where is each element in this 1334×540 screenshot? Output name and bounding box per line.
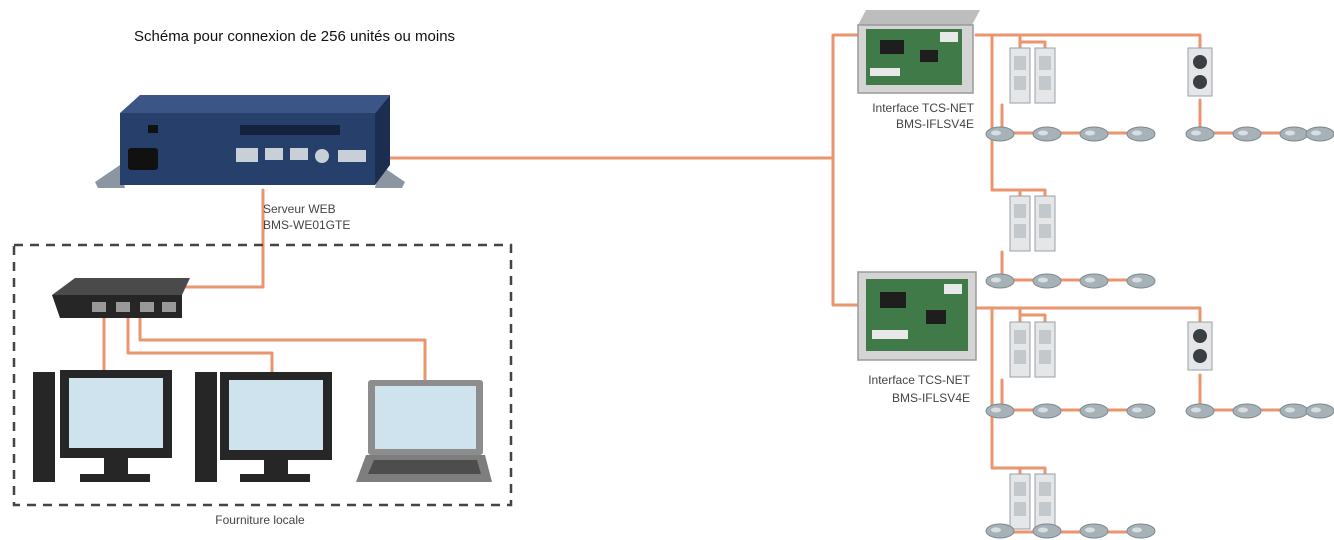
outdoor-unit-fan	[1193, 329, 1207, 343]
indoor-unit-grille	[1038, 131, 1048, 136]
interface-chip	[920, 50, 938, 62]
indoor-unit-grille	[991, 131, 1001, 136]
desktop-computer	[195, 372, 332, 482]
cable-switch-laptop	[140, 315, 425, 380]
outdoor-unit-fan	[1014, 224, 1026, 238]
pc-monitor-neck	[104, 458, 128, 474]
outdoor-unit-fan	[1014, 350, 1026, 364]
server-name-label: Serveur WEB	[263, 201, 336, 217]
indoor-unit-grille	[1085, 528, 1095, 533]
indoor-unit-grille	[1238, 131, 1248, 136]
indoor-unit-grille	[991, 408, 1001, 413]
pc-monitor-base	[240, 474, 310, 482]
outdoor-unit-fan	[1014, 76, 1026, 90]
server-port-2	[265, 148, 283, 160]
outdoor-unit-fan	[1039, 350, 1051, 364]
indoor-unit-grille	[1038, 528, 1048, 533]
indoor-unit-grille	[991, 528, 1001, 533]
cable-server-interfaces	[372, 35, 868, 305]
diagram-title: Schéma pour connexion de 256 unités ou m…	[134, 26, 494, 47]
hvac-units	[986, 48, 1334, 538]
outdoor-unit-fan	[1193, 55, 1207, 69]
interface-chip	[880, 292, 906, 308]
server-port-1	[236, 148, 258, 162]
server-port-4	[315, 149, 329, 163]
indoor-unit-grille	[1132, 528, 1142, 533]
indoor-unit-grille	[1285, 408, 1295, 413]
server-power-inlet	[128, 148, 158, 170]
outdoor-unit-fan	[1014, 330, 1026, 344]
switch-port	[140, 302, 154, 312]
outdoor-unit-fan	[1014, 56, 1026, 70]
indoor-unit-grille	[1085, 278, 1095, 283]
interface-bottom-name-label: Interface TCS-NET	[820, 372, 970, 388]
pc-tower	[33, 372, 55, 482]
indoor-unit-grille	[1311, 408, 1321, 413]
indoor-unit-grille	[1311, 131, 1321, 136]
interface-terminal	[940, 32, 958, 42]
indoor-unit-grille	[1191, 408, 1201, 413]
tcs-net-interface-bottom	[858, 272, 976, 360]
outdoor-unit-fan	[1193, 349, 1207, 363]
network-switch-device	[52, 278, 190, 318]
outdoor-unit-fan	[1039, 56, 1051, 70]
switch-top-face	[52, 278, 190, 295]
outdoor-unit-fan	[1014, 204, 1026, 218]
server-model-label: BMS-WE01GTE	[263, 217, 350, 233]
indoor-unit-grille	[1285, 131, 1295, 136]
interface-chip	[880, 40, 904, 54]
interface-terminal	[872, 330, 908, 339]
pc-monitor-base	[80, 474, 150, 482]
pc-monitor-screen	[69, 378, 163, 448]
laptop-keyboard	[368, 460, 481, 474]
interface-terminal	[870, 68, 900, 76]
server-port-5	[338, 150, 366, 162]
interface-top-name-label: Interface TCS-NET	[830, 100, 974, 116]
server-top-face	[120, 95, 390, 113]
tcs-net-interface-top	[858, 10, 980, 93]
local-supply-label: Fourniture locale	[150, 512, 370, 528]
outdoor-unit-fan	[1014, 502, 1026, 516]
outdoor-unit-fan	[1193, 75, 1207, 89]
cable-switch-pc2	[128, 315, 272, 372]
indoor-unit-grille	[1038, 278, 1048, 283]
interface-bottom-model-label: BMS-IFLSV4E	[820, 390, 970, 406]
outdoor-unit-fan	[1039, 482, 1051, 496]
outdoor-unit-fan	[1039, 76, 1051, 90]
switch-port	[162, 302, 176, 312]
interface-top-face	[858, 10, 980, 25]
indoor-unit-grille	[1085, 408, 1095, 413]
pc-monitor-screen	[229, 380, 323, 450]
interface-top-model-label: BMS-IFLSV4E	[830, 116, 974, 132]
laptop-computer	[356, 380, 492, 482]
pc-monitor-neck	[264, 460, 288, 474]
interface-chip	[926, 310, 946, 324]
outdoor-unit-fan	[1039, 330, 1051, 344]
outdoor-unit-fan	[1014, 482, 1026, 496]
pc-tower	[195, 372, 217, 482]
switch-port	[116, 302, 130, 312]
indoor-unit-grille	[1238, 408, 1248, 413]
desktop-computer	[33, 370, 172, 482]
indoor-unit-grille	[1132, 131, 1142, 136]
outdoor-unit-fan	[1039, 224, 1051, 238]
server-leds	[240, 125, 340, 135]
web-server-device	[95, 95, 405, 188]
indoor-unit-grille	[991, 278, 1001, 283]
outdoor-unit-fan	[1039, 502, 1051, 516]
server-port-3	[290, 148, 308, 160]
outdoor-unit-fan	[1039, 204, 1051, 218]
indoor-unit-grille	[1132, 278, 1142, 283]
indoor-unit-grille	[1132, 408, 1142, 413]
indoor-unit-grille	[1038, 408, 1048, 413]
indoor-unit-grille	[1085, 131, 1095, 136]
server-switch	[148, 125, 158, 133]
cable-server-switch	[186, 190, 263, 287]
interface-terminal	[944, 284, 962, 294]
indoor-unit-grille	[1191, 131, 1201, 136]
switch-port	[92, 302, 106, 312]
laptop-screen	[375, 386, 476, 449]
